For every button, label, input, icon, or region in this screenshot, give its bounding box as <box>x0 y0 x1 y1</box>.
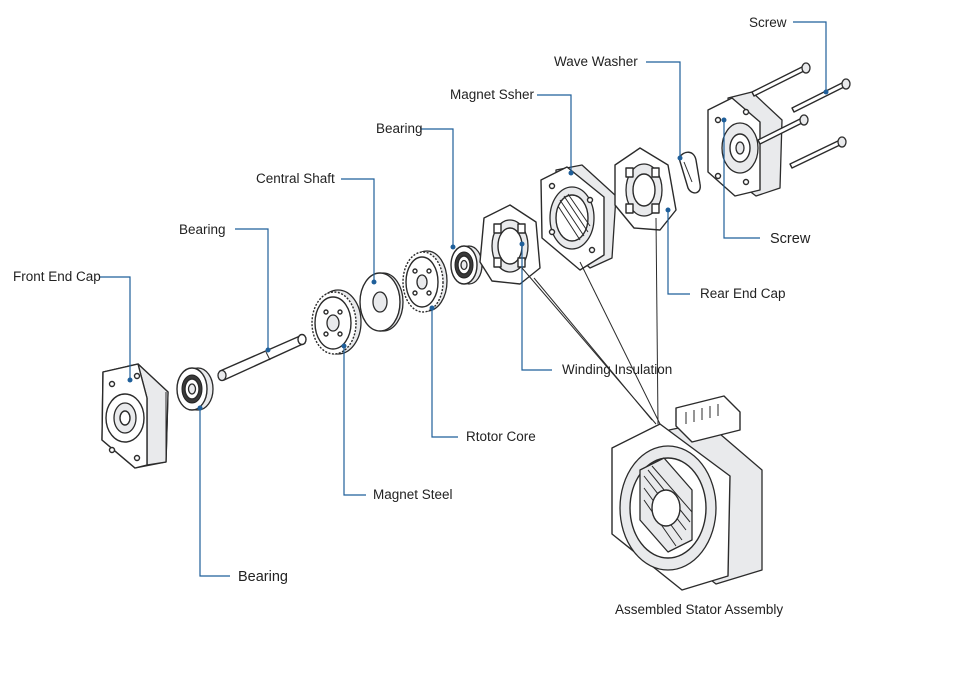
label-bearing-left: Bearing <box>179 222 226 237</box>
screws-part <box>751 62 851 169</box>
magnet-steel-part <box>311 289 362 355</box>
assembled-stator-part <box>611 395 763 591</box>
label-assembled-stator: Assembled Stator Assembly <box>615 602 783 617</box>
label-magnet-ssher: Magnet Ssher <box>450 87 535 102</box>
leader-lines <box>100 21 829 577</box>
bearing-upper-part <box>450 245 483 285</box>
label-screw-right: Screw <box>770 231 811 247</box>
washer-disc-part <box>359 272 404 332</box>
label-rotor-core: Rtotor Core <box>466 429 536 444</box>
label-bearing-upper: Bearing <box>376 121 423 136</box>
bearing-lower-part <box>176 367 214 411</box>
label-wave-washer: Wave Washer <box>554 54 638 69</box>
label-rear-end-cap: Rear End Cap <box>700 286 786 301</box>
label-front-end-cap: Front End Cap <box>13 269 101 284</box>
label-winding-insulation: Winding Insulation <box>562 362 672 377</box>
label-screw-top: Screw <box>749 15 787 30</box>
label-central-shaft: Central Shaft <box>256 171 335 186</box>
central-shaft-part <box>217 333 307 382</box>
front-end-cap-part <box>101 363 169 469</box>
rotor-core-part <box>402 250 448 313</box>
rear-insulation-ring-part <box>614 147 677 231</box>
label-magnet-steel: Magnet Steel <box>373 487 453 502</box>
stator-plate-part <box>540 164 617 271</box>
label-bearing-bottom: Bearing <box>238 569 288 585</box>
rear-end-cap-part <box>707 91 783 197</box>
wave-washer-part <box>678 151 701 194</box>
winding-insulation-part <box>479 204 541 285</box>
